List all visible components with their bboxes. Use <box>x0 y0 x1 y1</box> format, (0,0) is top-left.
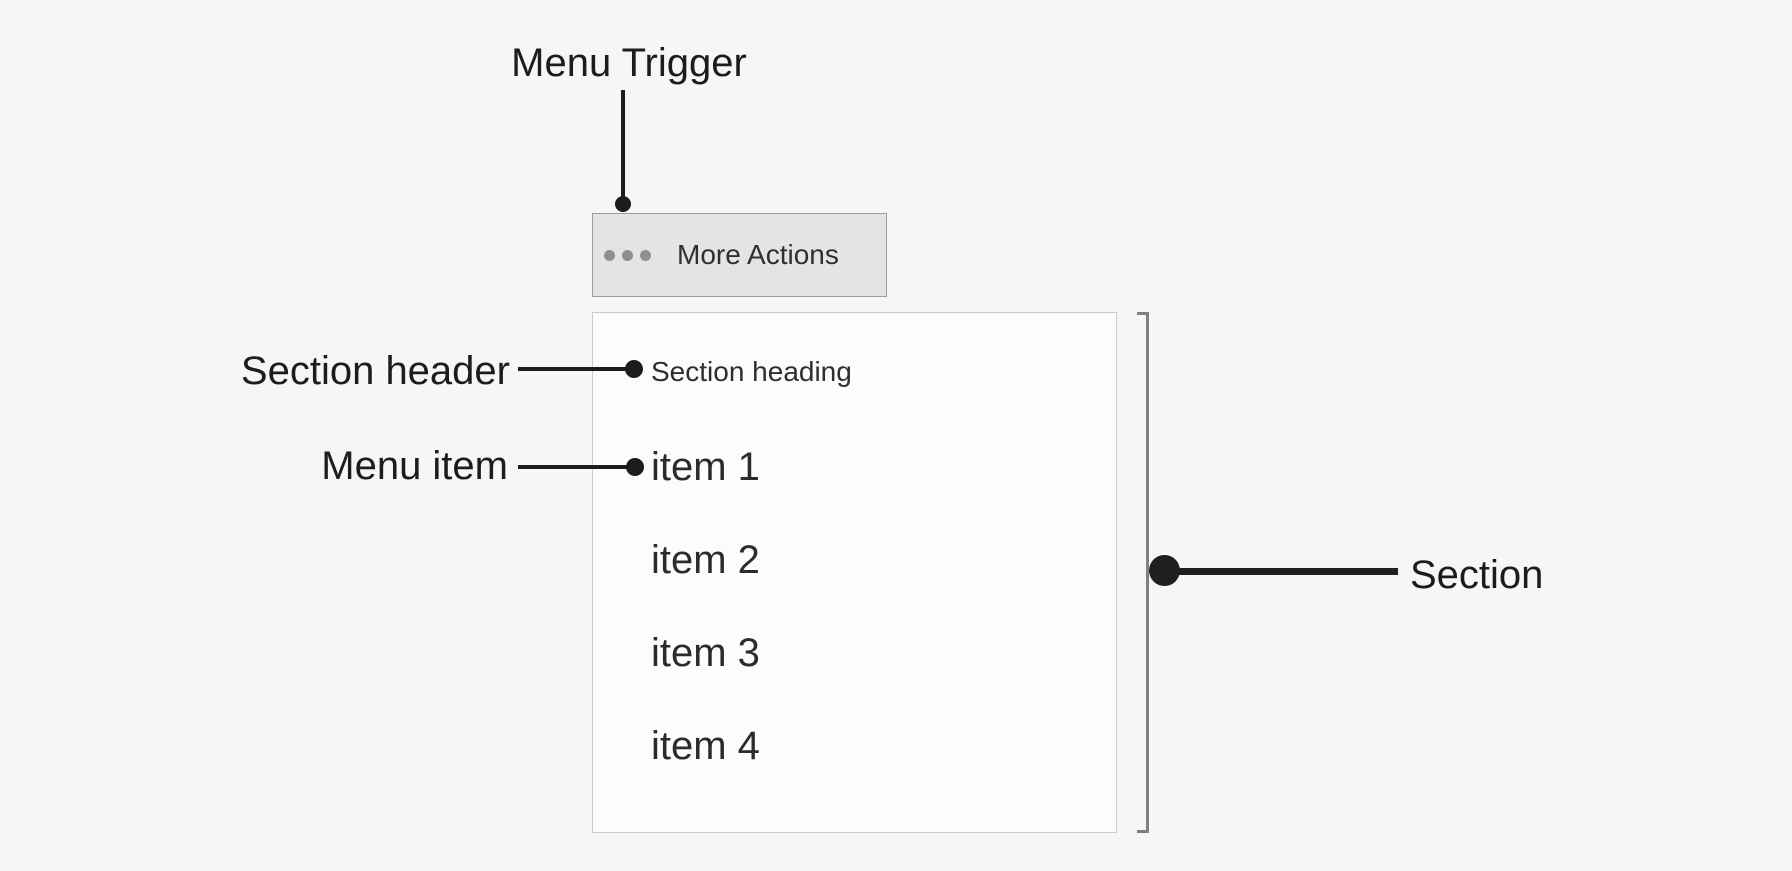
ellipsis-icon <box>604 249 651 261</box>
menu-item-connector-dot <box>626 458 644 476</box>
menu-trigger-callout-label: Menu Trigger <box>511 41 747 85</box>
section-connector-line <box>1165 568 1398 575</box>
ellipsis-dot <box>622 249 633 261</box>
menu-item-connector-line <box>518 465 635 469</box>
menu-trigger-connector-dot <box>615 196 631 212</box>
menu-panel: Section heading item 1 item 2 item 3 ite… <box>592 312 1117 833</box>
section-bracket <box>1137 312 1149 833</box>
section-callout-label: Section <box>1410 553 1544 597</box>
more-actions-button[interactable]: More Actions <box>592 213 887 297</box>
more-actions-button-label: More Actions <box>677 239 839 270</box>
ellipsis-dot <box>640 249 651 261</box>
section-header-connector-line <box>518 367 634 371</box>
menu-item-4[interactable]: item 4 <box>651 724 760 768</box>
menu-item-1[interactable]: item 1 <box>651 445 760 489</box>
section-header-callout-label: Section header <box>240 349 510 393</box>
menu-trigger-connector-line <box>621 90 625 198</box>
menu-item-2[interactable]: item 2 <box>651 538 760 582</box>
menu-item-callout-label: Menu item <box>321 444 508 488</box>
ellipsis-dot <box>604 249 615 261</box>
section-header-connector-dot <box>625 360 643 378</box>
menu-item-3[interactable]: item 3 <box>651 631 760 675</box>
menu-section-heading: Section heading <box>651 356 852 387</box>
